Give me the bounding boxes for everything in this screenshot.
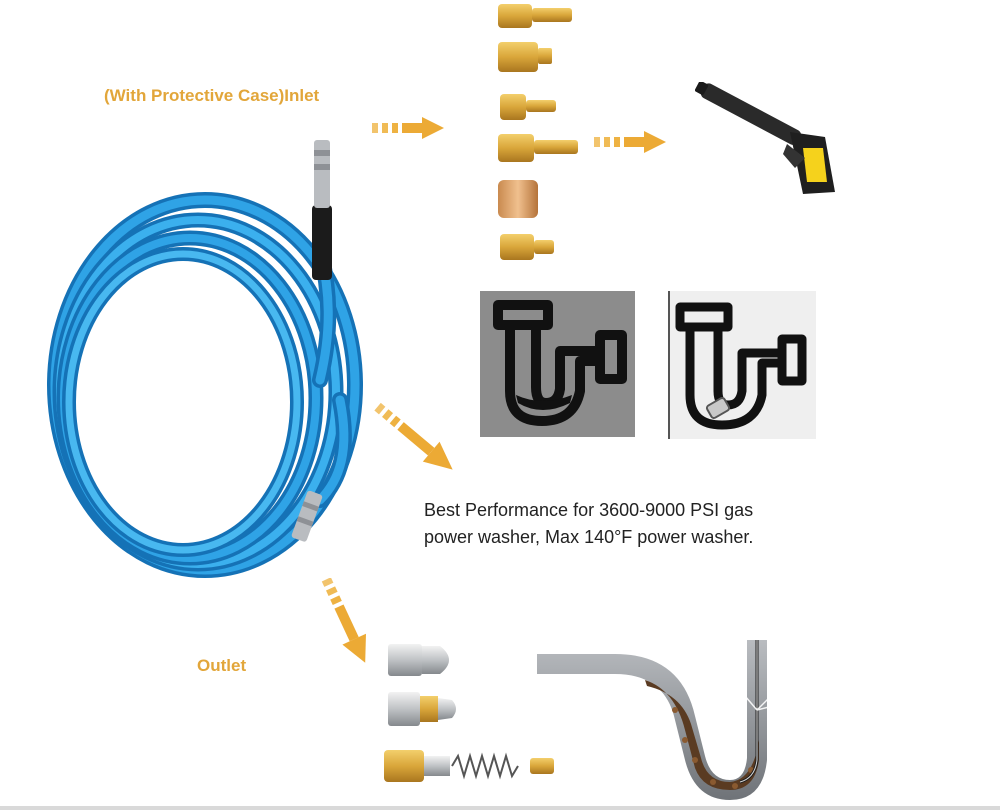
performance-line-2: power washer, Max 140°F power washer. (424, 527, 754, 547)
outlet-label: Outlet (197, 656, 247, 675)
clogged-pipe-icon (493, 300, 627, 426)
arrow-to-description-icon (374, 402, 453, 470)
arrow-to-fittings-icon (372, 117, 444, 139)
gun-icon (695, 82, 835, 194)
nozzles-icon (384, 644, 554, 782)
performance-description: Best Performance for 3600-9000 PSI gas p… (424, 497, 844, 551)
bottom-border (0, 806, 1000, 810)
clogged-pipe-panel (480, 291, 635, 437)
performance-line-1: Best Performance for 3600-9000 PSI gas (424, 500, 754, 520)
arrow-to-gun-icon (594, 131, 666, 153)
pipe-cutaway-icon (537, 640, 774, 800)
cleaned-pipe-icon (675, 302, 807, 430)
brass-fittings-icon (498, 4, 578, 260)
inlet-label: (With Protective Case)Inlet (104, 86, 320, 105)
cleaned-pipe-panel (668, 291, 816, 439)
hose-icon (47, 140, 363, 578)
arrow-to-nozzles-icon (321, 578, 366, 663)
